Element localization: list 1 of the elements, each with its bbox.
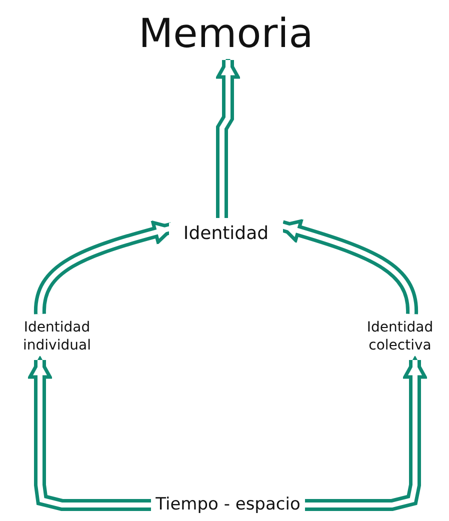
node-label: Tiempo - espacio bbox=[151, 494, 305, 516]
